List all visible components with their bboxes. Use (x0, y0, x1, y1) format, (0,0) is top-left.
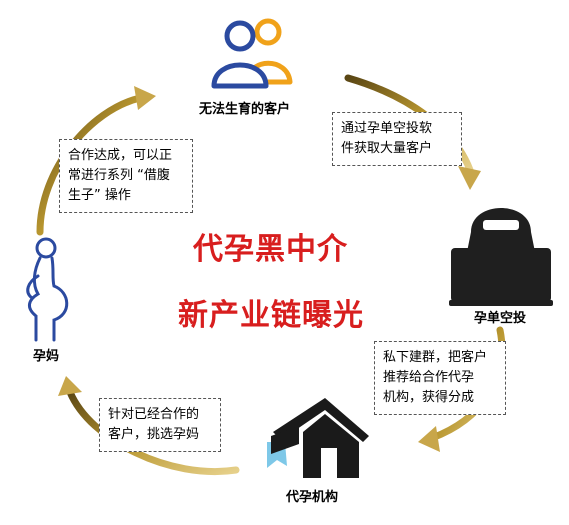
note-clients-to-hacker: 通过孕单空投软 件获取大量客户 (332, 112, 462, 166)
headline-line1: 代孕黑中介 (193, 232, 348, 267)
note-line: 私下建群，把客户 (383, 350, 488, 365)
node-label-agency: 代孕机构 (286, 490, 339, 505)
note-hacker-to-agency: 私下建群，把客户 推荐给合作代孕 机构，获得分成 (374, 341, 506, 415)
note-line: 客户，挑选孕妈 (108, 427, 200, 442)
note-line: 生子” 操作 (68, 188, 131, 203)
note-agency-to-mother: 针对已经合作的 客户，挑选孕妈 (99, 398, 221, 452)
two-people-icon (211, 18, 293, 89)
node-label-clients: 无法生育的客户 (199, 102, 291, 117)
note-line: 常进行系列 “借腹 (68, 168, 170, 183)
arrow-agency-to-mother (58, 376, 240, 475)
note-line: 推荐给合作代孕 (383, 370, 475, 385)
headline-line2: 新产业链曝光 (178, 298, 364, 333)
node-label-hacker: 孕单空投 (474, 311, 527, 326)
hacker-laptop-icon (449, 208, 553, 306)
house-icon (267, 398, 369, 478)
node-label-mother: 孕妈 (33, 349, 60, 364)
note-line: 针对已经合作的 (108, 407, 200, 422)
note-line: 合作达成，可以正 (68, 148, 173, 163)
note-line: 机构，获得分成 (383, 390, 475, 405)
note-line: 件获取大量客户 (341, 141, 433, 156)
note-mother-to-clients: 合作达成，可以正 常进行系列 “借腹 生子” 操作 (59, 139, 193, 213)
pregnant-woman-icon (26, 237, 69, 342)
note-line: 通过孕单空投软 (341, 121, 433, 136)
